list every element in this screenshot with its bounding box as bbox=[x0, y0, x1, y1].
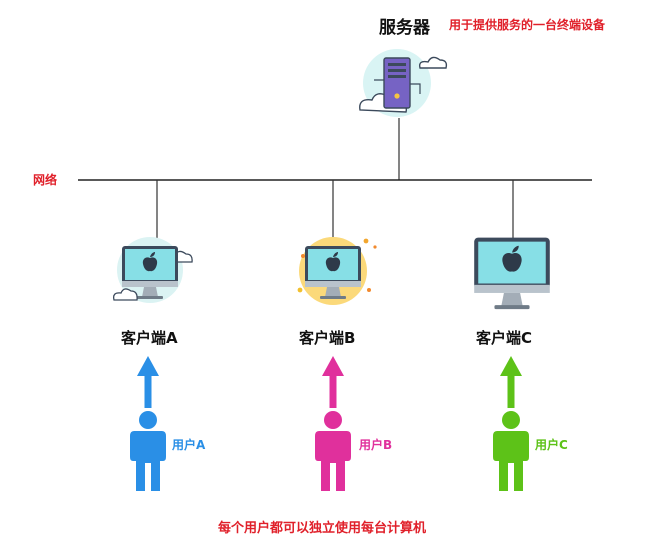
person-icon-b bbox=[315, 411, 351, 491]
up-arrow-icon-a bbox=[137, 356, 159, 408]
person-icon-a bbox=[130, 411, 166, 491]
server-description: 用于提供服务的一台终端设备 bbox=[449, 18, 606, 32]
up-arrow-icon-b bbox=[322, 356, 344, 408]
footer-caption: 每个用户都可以独立使用每台计算机 bbox=[218, 521, 427, 536]
imac-cloud-icon bbox=[113, 237, 193, 303]
server-tower-cloud-icon bbox=[359, 49, 448, 117]
user-c-label: 用户C bbox=[535, 438, 568, 452]
user-a-label: 用户A bbox=[172, 438, 206, 452]
client-c-label: 客户端C bbox=[476, 329, 533, 347]
network-lines bbox=[78, 118, 592, 240]
server-title: 服务器 bbox=[379, 18, 430, 38]
client-b-label: 客户端B bbox=[299, 329, 356, 347]
up-arrow-icon-c bbox=[500, 356, 522, 408]
imac-icon bbox=[474, 237, 550, 310]
user-figures bbox=[130, 356, 529, 491]
imac-sun-icon bbox=[297, 237, 377, 305]
client-a-label: 客户端A bbox=[121, 329, 178, 347]
user-b-label: 用户B bbox=[359, 438, 393, 452]
network-label: 网络 bbox=[33, 173, 58, 187]
person-icon-c bbox=[493, 411, 529, 491]
